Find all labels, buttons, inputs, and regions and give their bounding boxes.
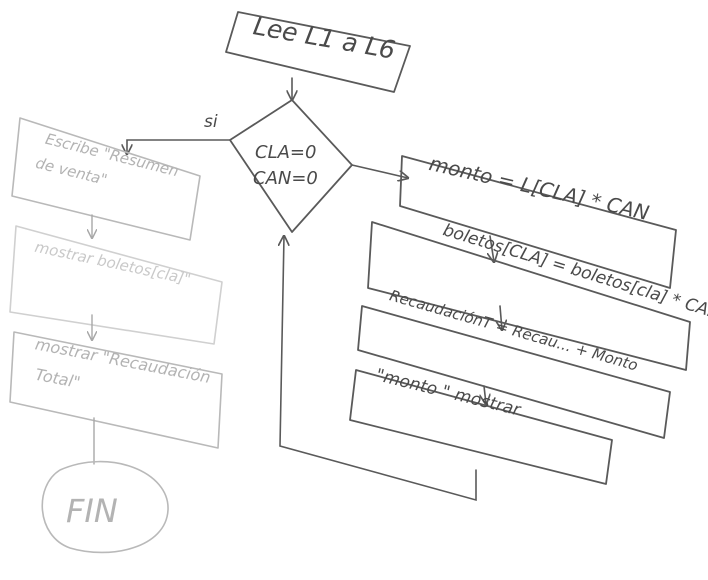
write-summary-box: Escribe "Resumen de venta"	[11, 117, 201, 241]
boletos-label: boletos[CLA] = boletos[cla] * CAN	[440, 220, 708, 324]
end-terminal: FIN	[41, 460, 169, 554]
start-input-label: Lee L1 a L6	[251, 11, 397, 64]
arrow-right-1	[490, 235, 494, 262]
arrow-no-branch	[351, 164, 408, 178]
show-table-box: mostrar boletos[cla]"	[9, 225, 223, 345]
arrow-right-2	[500, 305, 502, 330]
monto-label: monto = L[CLA] * CAN	[427, 151, 651, 225]
mostrar-monto-box: "monto " mostrar	[349, 365, 613, 485]
yes-label: si	[204, 112, 218, 132]
show-total-box: mostrar "Recaudación Total"	[9, 331, 223, 449]
decision-diamond: CLA=0 CAN=0	[229, 99, 353, 233]
show-table-label: mostrar boletos[cla]"	[33, 238, 192, 289]
show-total-line-2: Total"	[34, 365, 82, 392]
arrow-right-3	[484, 385, 486, 404]
decision-line-2: CAN=0	[253, 168, 318, 189]
loop-back-arrow	[280, 236, 477, 502]
mostrar-monto-label: "monto " mostrar	[374, 365, 524, 420]
arrow-yes-branch	[127, 139, 231, 154]
end-label: FIN	[66, 492, 118, 530]
decision-line-1: CLA=0	[255, 142, 316, 163]
start-input-box: Lee L1 a L6	[225, 11, 411, 93]
recaudacion-label: RecaudaciónT = Recau... + Monto	[388, 286, 640, 374]
